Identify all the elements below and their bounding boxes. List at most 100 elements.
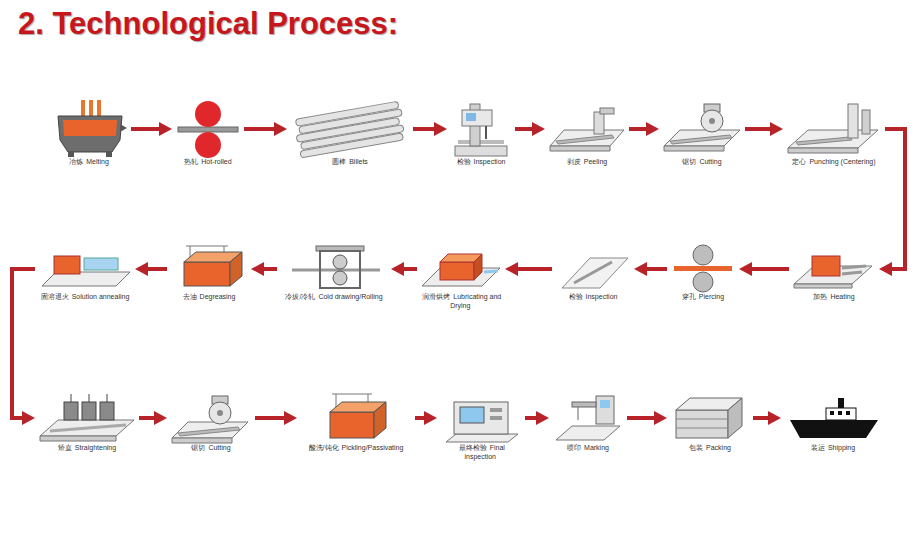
annealing-furnace-icon xyxy=(84,258,118,270)
step-text: 矫直 xyxy=(58,444,72,451)
straightening-icon xyxy=(89,394,90,402)
process-step: 圆棒Billets xyxy=(290,100,410,167)
ship-icon xyxy=(838,398,844,408)
crate-icon xyxy=(676,428,728,429)
furnace-icon xyxy=(106,152,112,157)
lubricating-icon xyxy=(484,271,498,272)
process-step: 冷拔/冷轧Cold drawing/Rolling xyxy=(280,245,388,302)
annealing-furnace-icon xyxy=(54,256,80,274)
lubricating-icon xyxy=(422,254,500,286)
inspection-plate-icon xyxy=(562,258,628,288)
flow-arrow xyxy=(244,127,274,131)
centering-icon xyxy=(788,148,858,153)
step-text: Lubricating and Drying xyxy=(450,293,501,309)
process-step: 去油Degreasing xyxy=(170,245,248,302)
peeling-icon xyxy=(550,130,624,146)
process-step: 锯切Cutting xyxy=(170,392,252,453)
step-label: 检验Inspection xyxy=(555,293,631,302)
step-text: Cutting xyxy=(699,158,721,165)
step-text: Hot-rolled xyxy=(201,158,231,165)
process-step: 酸洗/钝化Pickling/Passivating xyxy=(300,392,412,453)
heating-icon xyxy=(794,256,872,288)
step-text: 冶炼 xyxy=(69,158,83,165)
step-label: 锯切Cutting xyxy=(170,444,252,453)
step-text: 最终检验 xyxy=(459,444,487,451)
step-text: 酸洗/钝化 xyxy=(309,444,339,451)
pickling-tank-icon xyxy=(330,412,374,438)
inspection-machine-icon xyxy=(462,110,492,126)
step-text: 包装 xyxy=(689,444,703,451)
degreasing-tank-icon xyxy=(186,246,228,247)
flow-arrow xyxy=(885,129,905,269)
step-text: Packing xyxy=(706,444,731,451)
piercing-icon xyxy=(674,266,732,271)
step-label: 酸洗/钝化Pickling/Passivating xyxy=(300,444,412,453)
pickling-tank-icon xyxy=(374,402,386,438)
process-step: 矫直Straightening xyxy=(38,392,136,453)
step-text: Straightening xyxy=(75,444,116,451)
rolling-icon xyxy=(178,101,238,158)
saw-icon xyxy=(172,438,232,443)
step-text: Pickling/Passivating xyxy=(342,444,404,451)
step-text: Cutting xyxy=(208,444,230,451)
step-text: Piercing xyxy=(699,293,724,300)
flow-arrow xyxy=(148,267,167,271)
flow-arrow xyxy=(629,127,646,131)
peeling-icon xyxy=(594,112,604,134)
step-text: Inspection xyxy=(586,293,618,300)
step-label: 圆棒Billets xyxy=(290,158,410,167)
step-text: Degreasing xyxy=(200,293,236,300)
process-step: 检验Inspection xyxy=(555,245,631,302)
saw-icon xyxy=(709,118,715,124)
process-step: 固溶退火Solution annealing xyxy=(38,245,132,302)
saw-icon xyxy=(172,422,248,438)
step-text: Marking xyxy=(584,444,609,451)
straightening-icon xyxy=(82,402,96,420)
straightening-icon xyxy=(71,394,72,402)
annealing-furnace-icon xyxy=(42,256,130,286)
process-step: 热轧Hot-rolled xyxy=(175,100,241,167)
heating-icon xyxy=(842,272,862,274)
furnace-icon xyxy=(58,116,122,152)
step-text: 热轧 xyxy=(184,158,198,165)
furnace-icon xyxy=(120,124,127,132)
flow-arrow xyxy=(745,127,770,131)
saw-icon xyxy=(701,110,723,132)
degreasing-tank-icon xyxy=(184,246,242,286)
step-label: 冷拔/冷轧Cold drawing/Rolling xyxy=(280,293,388,302)
saw-icon xyxy=(664,146,724,151)
heating-icon xyxy=(842,266,866,268)
drawing-stand-icon xyxy=(292,269,380,272)
step-text: Solution annealing xyxy=(72,293,130,300)
heating-icon xyxy=(794,284,852,288)
furnace-icon xyxy=(68,152,74,157)
flow-arrow xyxy=(525,416,536,420)
inspection-machine-icon xyxy=(485,126,487,139)
marking-machine-icon xyxy=(600,400,610,408)
step-label: 锯切Cutting xyxy=(662,158,742,167)
peeling-icon xyxy=(550,108,624,151)
saw-icon xyxy=(664,104,740,151)
step-text: 穿孔 xyxy=(682,293,696,300)
inspection-machine-icon xyxy=(446,434,518,442)
piercing-icon xyxy=(693,272,713,292)
peeling-icon xyxy=(600,108,614,114)
centering-icon xyxy=(848,104,858,138)
process-step: 包装Packing xyxy=(670,392,750,453)
marking-machine-icon xyxy=(596,396,614,424)
flow-arrow xyxy=(139,416,154,420)
step-label: 润滑烘烤Lubricating and Drying xyxy=(420,293,502,311)
straightening-icon xyxy=(40,394,134,441)
process-step: 最终检验Final inspection xyxy=(440,392,522,462)
degreasing-tank-icon xyxy=(230,252,242,286)
step-text: 加热 xyxy=(813,293,827,300)
saw-icon xyxy=(172,396,248,443)
ship-icon xyxy=(830,411,834,415)
flow-arrow xyxy=(413,127,434,131)
straightening-icon xyxy=(64,402,78,420)
step-label: 冶炼Melting xyxy=(50,158,128,167)
piercing-icon xyxy=(693,245,713,265)
inspection-machine-icon xyxy=(446,402,518,442)
